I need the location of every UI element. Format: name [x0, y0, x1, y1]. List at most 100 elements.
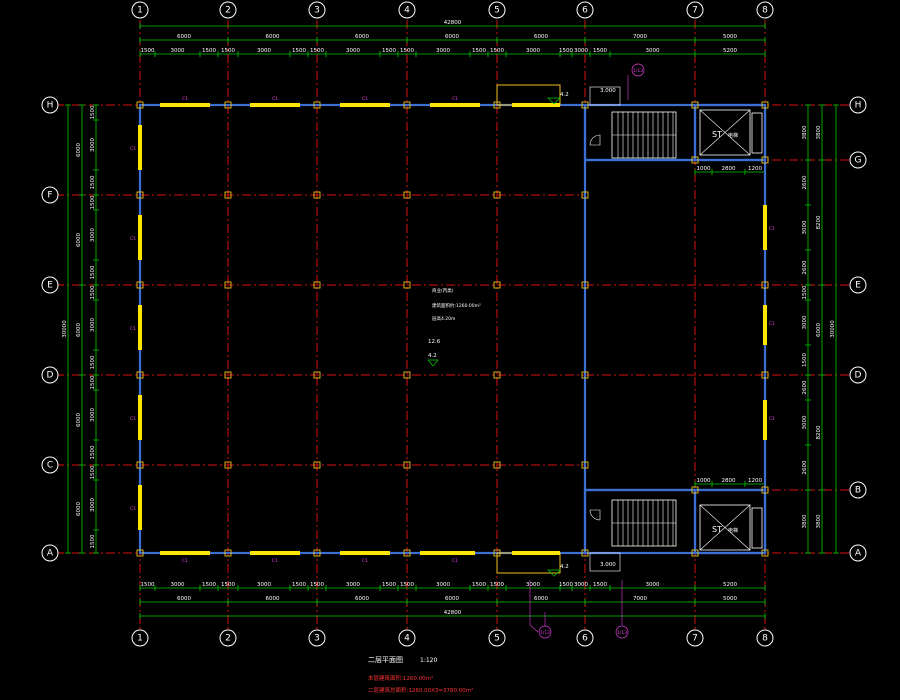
axis-bubble-top-4: 4: [398, 1, 416, 19]
room-label-line1: 商业(丙类): [432, 287, 454, 294]
axis-bubble-bottom-3: 3: [308, 629, 326, 647]
svg-text:1500: 1500: [593, 48, 607, 54]
column: [403, 191, 411, 199]
svg-text:C1: C1: [182, 96, 188, 102]
column: [224, 549, 232, 557]
svg-text:1500: 1500: [310, 48, 324, 54]
svg-text:7000: 7000: [633, 34, 647, 40]
svg-text:C1: C1: [769, 321, 775, 327]
column: [691, 486, 699, 494]
svg-text:C1: C1: [362, 96, 368, 102]
svg-text:3000: 3000: [90, 498, 96, 512]
elev-top-canopy: 4.2: [560, 92, 569, 98]
axis-bubble-right-A: A: [849, 544, 867, 562]
svg-text:1000: 1000: [697, 478, 711, 484]
column: [493, 461, 501, 469]
svg-text:D: D: [855, 371, 862, 381]
column: [313, 281, 321, 289]
column: [691, 101, 699, 109]
elevator-bottom-tag: 电梯: [728, 527, 738, 534]
svg-text:6000: 6000: [445, 596, 459, 602]
area-note-1: 本层建筑面积:1260.00m²: [368, 674, 433, 682]
dim-stair-bottom: 1000 2800 1200: [694, 478, 766, 487]
area-note-2: 二层建筑总面积:1260.00X3=3780.00m²: [368, 686, 473, 694]
column: [493, 549, 501, 557]
svg-text:C1: C1: [130, 326, 136, 332]
axis-bubble-left-H: H: [41, 96, 59, 114]
svg-text:3000: 3000: [257, 48, 271, 54]
svg-text:C1: C1: [182, 558, 188, 564]
svg-text:1500: 1500: [221, 582, 235, 588]
svg-text:7: 7: [692, 634, 698, 644]
svg-text:1200: 1200: [748, 478, 762, 484]
svg-text:H: H: [855, 101, 862, 111]
svg-text:1500: 1500: [400, 582, 414, 588]
axis-bubble-left-E: E: [41, 276, 59, 294]
svg-text:1500: 1500: [292, 582, 306, 588]
svg-text:2600: 2600: [802, 175, 808, 189]
drawing-scale: 1:120: [420, 657, 437, 664]
axis-bubble-left-F: F: [41, 186, 59, 204]
svg-text:6000: 6000: [534, 596, 548, 602]
svg-text:8: 8: [762, 6, 768, 16]
svg-text:1500: 1500: [382, 582, 396, 588]
elevator-top-tag: 电梯: [728, 132, 738, 139]
svg-text:5: 5: [494, 6, 500, 16]
elevator-top: ST 电梯: [699, 109, 763, 156]
axis-bubble-bottom-6: 6: [576, 629, 594, 647]
axis-bubble-bottom-8: 8: [756, 629, 774, 647]
svg-text:C: C: [47, 461, 53, 471]
canopy-elev-bottom: 3.000: [600, 562, 616, 568]
column: [136, 371, 144, 379]
column: [581, 549, 589, 557]
svg-text:A: A: [47, 549, 54, 559]
svg-text:6000: 6000: [266, 596, 280, 602]
axis-bubble-right-H: H: [849, 96, 867, 114]
svg-text:6000: 6000: [76, 502, 82, 516]
svg-text:1: 1: [137, 6, 143, 16]
svg-text:1000: 1000: [697, 166, 711, 172]
svg-text:8: 8: [762, 634, 768, 644]
svg-text:3000: 3000: [436, 582, 450, 588]
svg-text:1200: 1200: [748, 166, 762, 172]
svg-text:1500: 1500: [90, 445, 96, 459]
svg-text:2800: 2800: [722, 478, 736, 484]
column: [224, 281, 232, 289]
elevation-center-value: 12.6: [428, 339, 441, 345]
svg-text:5000: 5000: [723, 34, 737, 40]
column: [761, 486, 769, 494]
column: [493, 281, 501, 289]
column: [136, 281, 144, 289]
column: [403, 101, 411, 109]
svg-text:3800: 3800: [802, 125, 808, 139]
svg-text:5: 5: [494, 634, 500, 644]
svg-text:2600: 2600: [802, 260, 808, 274]
svg-text:1500: 1500: [802, 285, 808, 299]
svg-text:6: 6: [582, 634, 588, 644]
column: [581, 101, 589, 109]
elevation-center-mark: [427, 359, 439, 367]
stair-top: [611, 111, 677, 159]
column: [761, 101, 769, 109]
column: [313, 101, 321, 109]
column: [581, 371, 589, 379]
axis-bubble-left-C: C: [41, 456, 59, 474]
svg-text:1500: 1500: [90, 355, 96, 369]
svg-text:3000: 3000: [346, 48, 360, 54]
axis-bubble-left-A: A: [41, 544, 59, 562]
column: [403, 371, 411, 379]
room-label-line2: 建筑面积约:1260.00m²: [432, 302, 481, 309]
column: [691, 549, 699, 557]
svg-text:3800: 3800: [816, 125, 822, 139]
svg-text:1500: 1500: [90, 285, 96, 299]
elevator-bottom: ST 电梯: [699, 504, 763, 551]
axis-bubble-top-5: 5: [488, 1, 506, 19]
svg-text:1500: 1500: [802, 353, 808, 367]
ref-mark-3: 1/13: [633, 68, 643, 74]
